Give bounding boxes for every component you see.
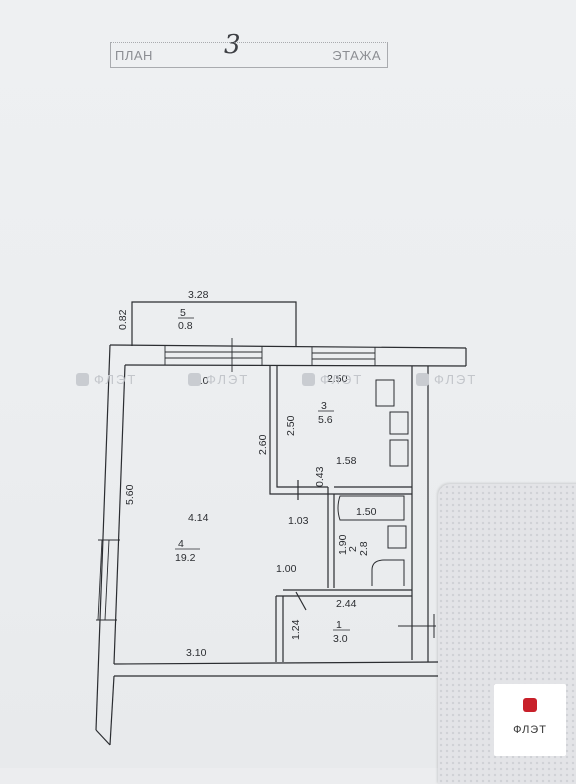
dim-bath-width: 1.50	[356, 506, 377, 518]
interior-walls	[269, 366, 412, 662]
room4-area: 19.2	[175, 552, 196, 564]
balcony-outline	[131, 301, 297, 346]
dim-room4-bottom: 3.10	[186, 647, 207, 659]
dim-room4-side: 2.60	[257, 434, 269, 455]
kitchen-stove	[389, 439, 409, 467]
room5-area: 0.8	[178, 320, 193, 332]
dim-wc-height: 1.24	[290, 619, 302, 640]
watermark: ФЛЭТ	[416, 372, 477, 387]
watermark-text: ФЛЭТ	[320, 372, 364, 387]
watermark-text: ФЛЭТ	[94, 372, 138, 387]
plan-label: ПЛАН	[115, 48, 153, 63]
watermark-logo-icon	[416, 373, 429, 386]
watermark-logo-icon	[302, 373, 315, 386]
dim-room4-notch: 1.03	[288, 515, 309, 527]
dim-room4-lower-side: 1.00	[276, 563, 297, 575]
dim-room3-top: 2.50	[327, 373, 348, 385]
watermark-text: ФЛЭТ	[434, 372, 478, 387]
dim-wc-width: 2.44	[336, 598, 357, 610]
bathtub	[337, 495, 405, 521]
top-windows	[164, 338, 376, 372]
dim-room3-bottom: 1.58	[336, 455, 357, 467]
room4-number: 4	[178, 538, 184, 550]
floor-label: ЭТАЖА	[332, 48, 381, 63]
room1-area: 3.0	[333, 633, 348, 645]
watermark-logo-icon	[188, 373, 201, 386]
room5-number: 5	[180, 307, 186, 319]
left-window	[96, 539, 120, 621]
dim-balcony-width: 3.28	[188, 289, 209, 301]
watermark: ФЛЭТ	[302, 372, 363, 387]
watermark-text: ФЛЭТ	[206, 372, 250, 387]
plan-header-stamp: ПЛАН ЭТАЖА	[110, 42, 388, 68]
floor-number: 3	[224, 30, 241, 60]
kitchen-sink	[389, 411, 409, 435]
brand-logo: ФЛЭТ	[494, 684, 566, 756]
fixtures	[337, 379, 436, 638]
outer-walls	[95, 344, 467, 746]
room2-number: 2	[347, 546, 359, 552]
dim-room3-side: 2.50	[285, 415, 297, 436]
dim-corridor: 0.43	[314, 466, 326, 487]
kitchen-fixture	[375, 379, 395, 407]
room1-number: 1	[336, 619, 342, 631]
dim-bath-height: 1.90	[337, 534, 349, 555]
dim-room4-left: 5.60	[124, 484, 136, 505]
room3-number: 3	[321, 400, 327, 412]
dim-balcony-depth: 0.82	[117, 309, 129, 330]
brand-logo-text: ФЛЭТ	[513, 724, 547, 736]
watermark-logo-icon	[76, 373, 89, 386]
bathroom-sink	[387, 525, 407, 549]
dim-room4-inner: 4.14	[188, 512, 209, 524]
room3-area: 5.6	[318, 414, 333, 426]
watermark: ФЛЭТ	[188, 372, 249, 387]
room2-area: 2.8	[358, 541, 370, 556]
brand-logo-icon	[523, 698, 537, 712]
watermark: ФЛЭТ	[76, 372, 137, 387]
toilet-fixture	[371, 559, 405, 586]
